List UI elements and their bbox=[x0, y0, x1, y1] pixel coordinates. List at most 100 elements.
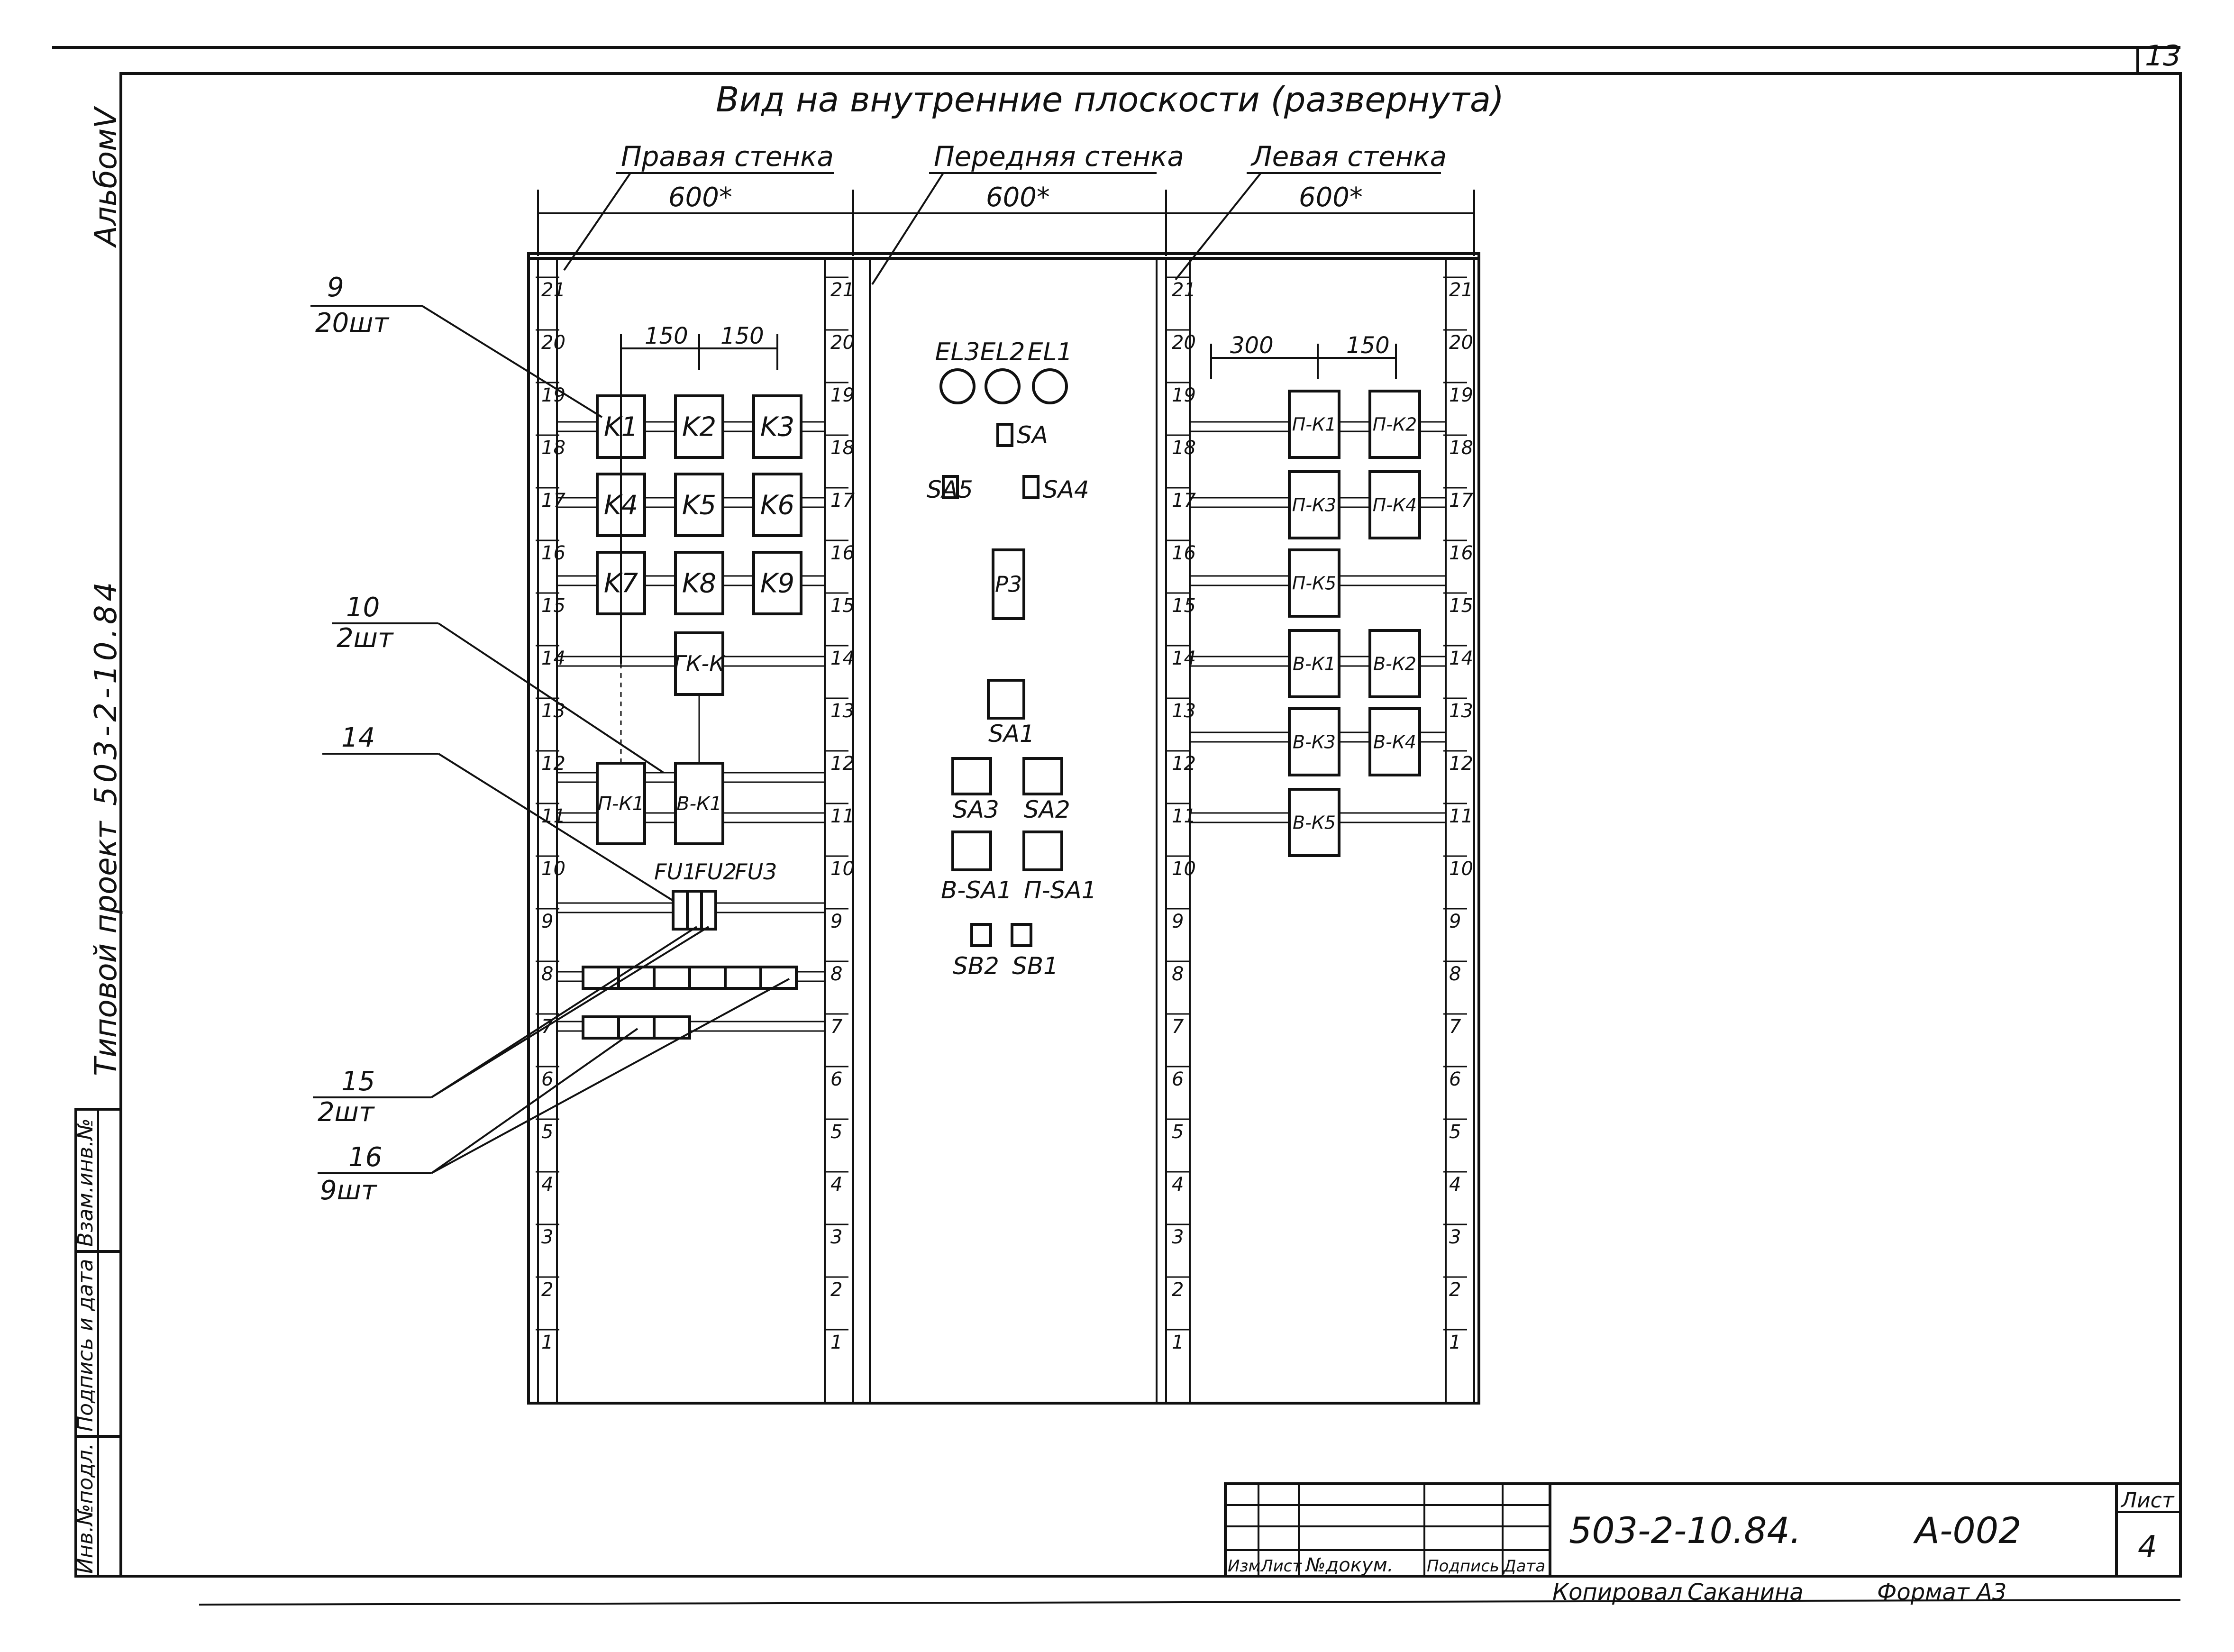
relay-lw-6: В-К1 bbox=[1288, 629, 1340, 698]
callout-10-num: 10 bbox=[346, 592, 380, 623]
album-label: АльбомV bbox=[89, 106, 124, 248]
device-label: K3 bbox=[760, 412, 794, 443]
rail-number: 21 bbox=[541, 279, 565, 301]
relay-lw-4: П-К4 bbox=[1368, 470, 1421, 539]
right-dim-a: 150 bbox=[645, 323, 688, 349]
button-sb1 bbox=[1011, 923, 1032, 947]
rail-number: 18 bbox=[1449, 437, 1473, 459]
tb-col-izm: Изм. bbox=[1228, 1557, 1266, 1576]
rail-number: 17 bbox=[1449, 490, 1473, 511]
rail-number: 10 bbox=[1172, 858, 1196, 880]
device-label: K9 bbox=[760, 568, 794, 599]
rail-number: 21 bbox=[830, 279, 855, 301]
rail-number: 1 bbox=[1172, 1332, 1184, 1353]
lamp-label: EL2 bbox=[980, 338, 1025, 366]
rail-number: 4 bbox=[830, 1174, 842, 1196]
rail-number: 16 bbox=[541, 542, 565, 564]
rail-number: 19 bbox=[830, 384, 855, 406]
switch-label: SA bbox=[1017, 421, 1048, 449]
rail-number: 5 bbox=[830, 1121, 842, 1143]
switch-label: SB1 bbox=[1012, 952, 1058, 980]
rail-number: 12 bbox=[541, 753, 565, 775]
relay-K6: K6 bbox=[752, 473, 802, 537]
dim-left-wall: 600* bbox=[1299, 182, 1363, 213]
left-dim-a: 300 bbox=[1230, 332, 1274, 359]
wall-label-left: Левая стенка bbox=[1250, 140, 1447, 173]
rail-number: 3 bbox=[1172, 1226, 1184, 1248]
relay-lw-3: П-К3 bbox=[1288, 470, 1340, 539]
switch-label: SA2 bbox=[1024, 796, 1070, 823]
bottom-trim-line bbox=[199, 1599, 2181, 1606]
rail-number: 8 bbox=[1449, 963, 1461, 985]
rail-number: 9 bbox=[1172, 911, 1184, 932]
rail-number: 20 bbox=[830, 332, 855, 354]
panel-outline bbox=[527, 252, 1480, 1405]
switch-sa4 bbox=[1022, 475, 1039, 499]
tb-col-sign: Подпись bbox=[1427, 1557, 1499, 1576]
tb-sheet-code: А-002 bbox=[1913, 1509, 2021, 1552]
callout-15-qty: 2шт bbox=[318, 1097, 375, 1128]
button-sb2 bbox=[970, 923, 992, 947]
project-label: Типовой проект bbox=[89, 821, 124, 1076]
tb-code: 503-2-10.84. bbox=[1569, 1509, 1801, 1552]
relay-p-k1-right: П-К1 bbox=[596, 762, 646, 845]
dim-right-wall: 600* bbox=[668, 182, 732, 213]
rail-number: 6 bbox=[830, 1068, 842, 1090]
rail-number: 15 bbox=[1449, 595, 1473, 617]
terminal-block bbox=[582, 1015, 620, 1040]
rail-number: 11 bbox=[830, 805, 855, 827]
device-label: В-К5 bbox=[1293, 812, 1336, 833]
rail-number: 3 bbox=[1449, 1226, 1461, 1248]
device-label: K2 bbox=[682, 412, 716, 443]
rail-number: 14 bbox=[541, 648, 565, 669]
rail-number: 18 bbox=[830, 437, 855, 459]
rail-number: 16 bbox=[1172, 542, 1196, 564]
dim-front-wall: 600* bbox=[986, 182, 1050, 213]
relay-v-k1-right: В-К1 bbox=[674, 762, 724, 845]
rail-number: 9 bbox=[541, 911, 553, 932]
rail-number: 5 bbox=[1172, 1121, 1184, 1143]
switch-label: SA5 bbox=[927, 476, 973, 503]
project-code-vertical: 503-2-10.84 bbox=[89, 578, 124, 806]
fuse-1 bbox=[672, 890, 689, 931]
stamp-orig-inv: Инв.№подл. bbox=[73, 1443, 98, 1574]
relay-r3: Р3 bbox=[992, 548, 1025, 620]
switch-v-sa1 bbox=[951, 831, 992, 871]
rail-number: 3 bbox=[541, 1226, 553, 1248]
relay-lw-9: В-К4 bbox=[1368, 707, 1421, 776]
rail-number: 19 bbox=[1449, 384, 1473, 406]
terminal-block bbox=[617, 1015, 656, 1040]
device-label: П-К5 bbox=[1292, 573, 1336, 593]
rail-number: 17 bbox=[541, 490, 565, 511]
rail-number: 16 bbox=[830, 542, 855, 564]
rail-number: 8 bbox=[541, 963, 553, 985]
tb-col-doc: №докум. bbox=[1305, 1554, 1393, 1576]
rail-number: 10 bbox=[830, 858, 855, 880]
rail-number: 9 bbox=[1449, 911, 1461, 932]
rail-number: 4 bbox=[541, 1174, 553, 1196]
switch-sa3 bbox=[951, 757, 992, 795]
device-label: П-К2 bbox=[1373, 414, 1417, 435]
margin-stamp: Взам.инв.№ Подпись и дата Инв.№подл. bbox=[73, 1108, 122, 1578]
rail-number: 14 bbox=[1172, 648, 1196, 669]
switch-label: SB2 bbox=[953, 952, 999, 980]
relay-gk-k: ГК-К bbox=[674, 631, 726, 696]
rail-number: 20 bbox=[1449, 332, 1473, 354]
fuse-label-1: FU1 bbox=[654, 859, 696, 885]
rail-number: 17 bbox=[830, 490, 855, 511]
lamp-EL2 bbox=[985, 368, 1021, 404]
rail-number: 4 bbox=[1449, 1174, 1461, 1196]
switch-label: В-SA1 bbox=[941, 876, 1012, 904]
corner-mark: 13 bbox=[2145, 39, 2181, 73]
rail-number: 15 bbox=[830, 595, 855, 617]
right-wall-dims: 150 150 bbox=[620, 323, 778, 664]
switch-sa bbox=[996, 423, 1013, 447]
rail-number: 21 bbox=[1449, 279, 1473, 301]
rail-number: 1 bbox=[1449, 1332, 1461, 1353]
wall-label-right: Правая стенка bbox=[621, 140, 834, 173]
rail-number: 5 bbox=[541, 1121, 553, 1143]
rail-number: 13 bbox=[1172, 700, 1196, 722]
switch-label: П-SA1 bbox=[1024, 876, 1096, 904]
rail-number: 6 bbox=[1449, 1068, 1461, 1090]
rail-number: 11 bbox=[1449, 805, 1473, 827]
